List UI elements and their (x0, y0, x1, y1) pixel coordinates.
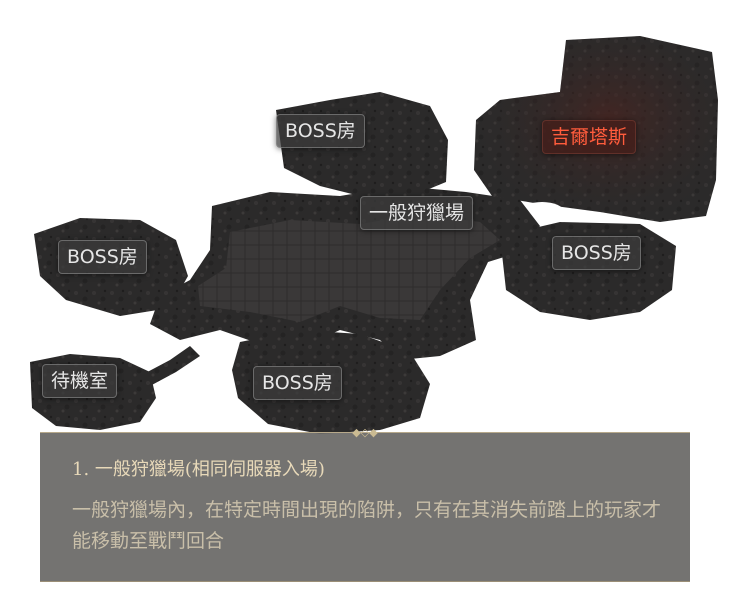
ornament-icon: ◆◇◆ (352, 426, 378, 439)
boss-room-top-label: BOSS房 (276, 114, 365, 148)
boss-room-bottom-label: BOSS房 (253, 366, 342, 400)
waiting-room-label: 待機室 (42, 364, 118, 398)
info-title: 1. 一般狩獵場(相同伺服器入場) (72, 459, 325, 480)
boss-room-right-label: BOSS房 (552, 236, 641, 270)
info-body: 一般狩獵場內，在特定時間出現的陷阱，只有在其消失前踏上的玩家才能移動至戰鬥回合 (72, 499, 662, 552)
boss-room-left-label: BOSS房 (58, 240, 147, 274)
waiting-room-connector (136, 346, 200, 386)
hunting-ground-label: 一般狩獵場 (360, 196, 474, 230)
info-panel: ◆◇◆ 1. 一般狩獵場(相同伺服器入場) 一般狩獵場內，在特定時間出現的陷阱，… (40, 427, 690, 582)
giltas-label: 吉爾塔斯 (542, 120, 637, 154)
